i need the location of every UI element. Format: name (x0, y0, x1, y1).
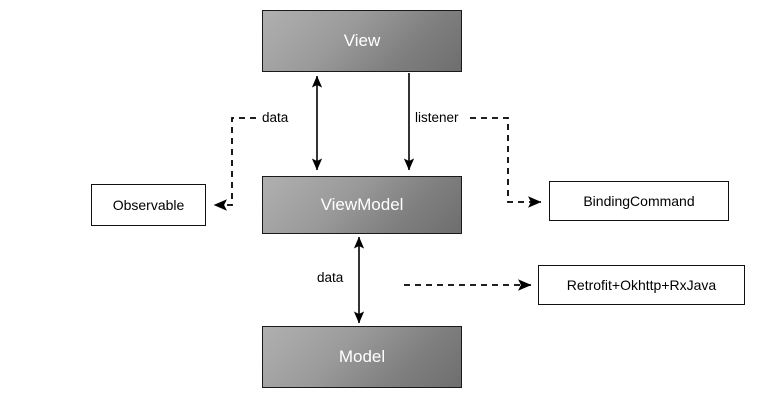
connector-data-to-observable (213, 117, 256, 211)
node-view-label: View (343, 30, 381, 50)
connector-listener-to-bindingcommand (470, 117, 542, 208)
edge-label-listener: listener (415, 110, 459, 125)
node-observable[interactable]: Observable (91, 184, 206, 226)
node-viewmodel-label: ViewModel (320, 194, 404, 214)
node-model[interactable]: Model (262, 326, 462, 388)
node-binding-command[interactable]: BindingCommand (549, 181, 729, 221)
node-viewmodel[interactable]: ViewModel (262, 176, 462, 234)
node-model-label: Model (338, 346, 386, 366)
node-network-stack-label: Retrofit+Okhttp+RxJava (566, 276, 717, 293)
node-network-stack[interactable]: Retrofit+Okhttp+RxJava (538, 265, 745, 305)
node-view[interactable]: View (262, 10, 462, 72)
edge-label-data-viewmodel-model: data (317, 270, 344, 285)
node-binding-command-label: BindingCommand (583, 192, 695, 209)
edge-label-data-view-viewmodel: data (262, 110, 289, 125)
node-observable-label: Observable (112, 196, 185, 213)
